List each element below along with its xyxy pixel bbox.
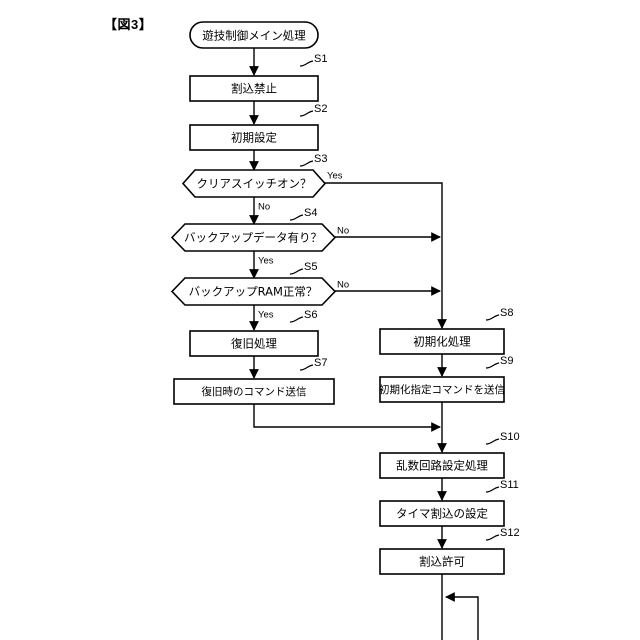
node-s7[interactable]: 復旧時のコマンド送信: [173, 378, 335, 405]
node-s4[interactable]: バックアップデータ有り？: [170, 223, 337, 252]
branch-label-s3-no: No: [258, 202, 270, 213]
node-s1-label: 割込禁止: [231, 82, 277, 96]
leader-s11: [485, 486, 500, 493]
edges-group: [249, 48, 479, 640]
branch-label-s4-yes: Yes: [258, 256, 274, 267]
step-label-s9: S9: [500, 355, 513, 367]
node-s10[interactable]: 乱数回路設定処理: [379, 452, 505, 479]
node-s3[interactable]: クリアスイッチオン？: [181, 169, 327, 198]
branch-label-s5-yes: Yes: [258, 310, 274, 321]
step-label-s5: S5: [304, 261, 317, 273]
node-s3-label: クリアスイッチオン？: [197, 177, 312, 191]
leader-s5: [289, 268, 304, 275]
node-s7-label: 復旧時のコマンド送信: [202, 385, 307, 398]
node-s6[interactable]: 復旧処理: [189, 330, 319, 357]
node-s6-label: 復旧処理: [231, 337, 277, 351]
node-s4-label: バックアップデータ有り？: [184, 231, 322, 245]
node-start-label: 遊技制御メイン処理: [202, 29, 306, 43]
step-label-s8: S8: [500, 307, 513, 319]
node-s12-label: 割込許可: [419, 555, 465, 569]
edge-loop-back: [445, 592, 479, 640]
leader-s7: [299, 364, 314, 371]
node-s9-label: 初期化指定コマンドを送信: [379, 383, 505, 396]
figure-number-label: 【図3】: [104, 17, 153, 32]
node-s5[interactable]: バックアップRAM正常？: [170, 277, 337, 306]
leader-s4: [289, 214, 304, 221]
node-s11-label: タイマ割込の設定: [396, 507, 488, 521]
step-label-s12: S12: [500, 527, 520, 539]
branch-label-s3-yes: Yes: [327, 171, 343, 182]
leader-s9: [485, 362, 500, 369]
step-label-s10: S10: [500, 431, 520, 443]
node-s1[interactable]: 割込禁止: [189, 75, 319, 102]
step-label-s2: S2: [314, 103, 327, 115]
branch-label-s4-no: No: [337, 226, 349, 237]
node-s12[interactable]: 割込許可: [379, 548, 505, 575]
step-label-s6: S6: [304, 309, 317, 321]
leader-s12: [485, 534, 500, 541]
leader-s10: [485, 438, 500, 445]
step-label-s4: S4: [304, 207, 317, 219]
leader-s2: [299, 110, 314, 117]
node-s2-label: 初期設定: [231, 131, 277, 145]
step-label-s7: S7: [314, 357, 327, 369]
node-s8-label: 初期化処理: [413, 335, 471, 349]
node-s9[interactable]: 初期化指定コマンドを送信: [379, 376, 505, 403]
node-s8[interactable]: 初期化処理: [379, 328, 505, 355]
step-label-s1: S1: [314, 53, 327, 65]
node-s10-label: 乱数回路設定処理: [396, 459, 488, 473]
node-s2[interactable]: 初期設定: [189, 124, 319, 151]
node-s11[interactable]: タイマ割込の設定: [379, 500, 505, 527]
edge-s3-yes-to-merge: [325, 182, 447, 329]
branch-label-s5-no: No: [337, 280, 349, 291]
step-label-s11: S11: [500, 479, 519, 491]
leader-s1: [299, 60, 314, 67]
leader-s8: [485, 314, 500, 321]
node-start[interactable]: 遊技制御メイン処理: [189, 21, 319, 49]
leader-s3: [299, 160, 314, 167]
edge-s7-to-merge: [253, 403, 441, 432]
step-label-s3: S3: [314, 153, 327, 165]
leader-s6: [289, 316, 304, 323]
node-s5-label: バックアップRAM正常？: [189, 285, 318, 299]
